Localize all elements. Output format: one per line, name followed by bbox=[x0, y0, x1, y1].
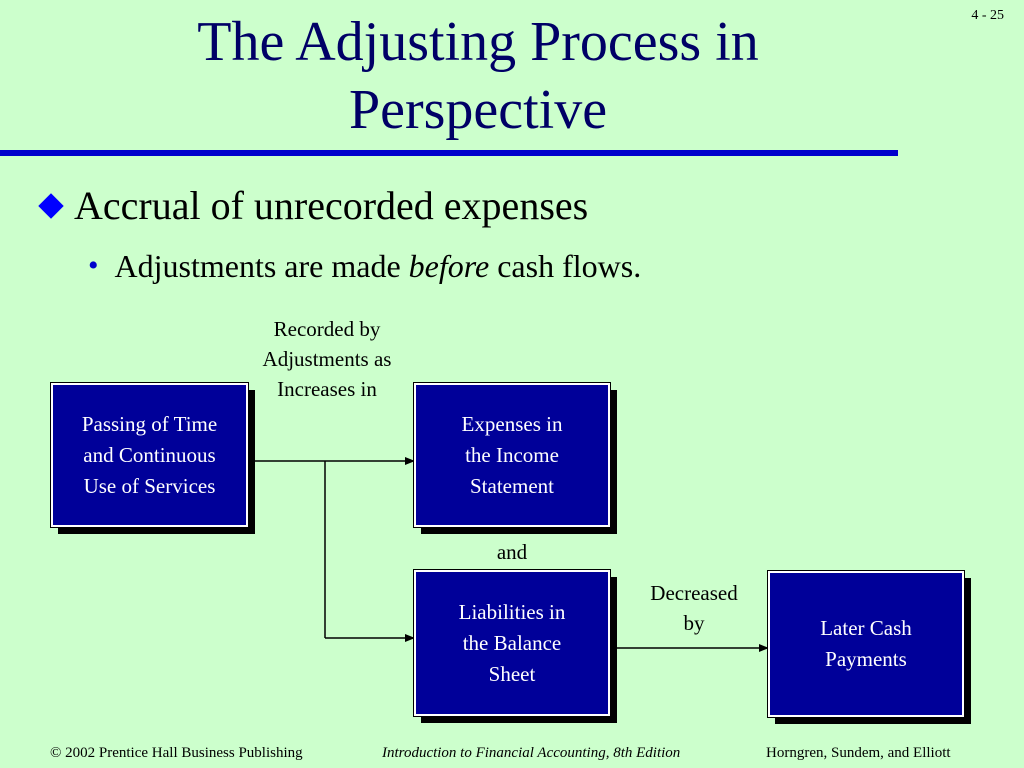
box-passing-line-2: and Continuous bbox=[83, 442, 216, 467]
slide-title: The Adjusting Process in Perspective bbox=[0, 8, 956, 144]
slide-number: 4 - 25 bbox=[971, 8, 1004, 23]
footer-authors: Horngren, Sundem, and Elliott bbox=[766, 745, 951, 761]
box-cash-line-1: Later Cash bbox=[820, 616, 912, 640]
title-divider bbox=[0, 150, 898, 156]
label-decreased-by: Decreased by bbox=[632, 578, 756, 638]
bullet-level-2: • Adjustments are made before cash flows… bbox=[88, 246, 641, 286]
box-expenses-income-statement: Expenses in the Income Statement bbox=[414, 383, 610, 527]
box-liabilities-line-2: the Balance bbox=[462, 630, 562, 655]
footer-copyright: © 2002 Prentice Hall Business Publishing bbox=[50, 745, 303, 761]
box-passing-line-1: Passing of Time bbox=[81, 411, 218, 436]
box-passing-line-3: Use of Services bbox=[83, 473, 216, 498]
bullet-level-1: Accrual of unrecorded expenses bbox=[38, 182, 588, 230]
title-line-2: Perspective bbox=[348, 79, 608, 141]
bullet-2-emphasis: before bbox=[408, 248, 490, 284]
box-liabilities-balance-sheet: Liabilities in the Balance Sheet bbox=[414, 570, 610, 716]
bullet-2-after: cash flows. bbox=[489, 248, 642, 284]
dot-bullet-icon: • bbox=[88, 249, 99, 282]
box-expenses-line-1: Expenses in bbox=[461, 412, 563, 436]
box-expenses-line-3: Statement bbox=[470, 474, 554, 498]
label-decreased-line-1: Decreased bbox=[650, 581, 738, 605]
label-and: and bbox=[496, 540, 528, 564]
box-expenses-line-2: the Income bbox=[465, 443, 559, 467]
title-line-1: The Adjusting Process in bbox=[197, 11, 759, 73]
bullet-2-text: Adjustments are made before cash flows. bbox=[115, 246, 642, 286]
box-passing-of-time: Passing of Time and Continuous Use of Se… bbox=[51, 383, 248, 527]
label-recorded-line-3: Increases in bbox=[277, 377, 377, 401]
label-recorded-line-1: Recorded by bbox=[273, 317, 381, 341]
label-decreased-line-2: by bbox=[683, 611, 705, 635]
box-liabilities-line-3: Sheet bbox=[488, 661, 536, 686]
box-later-cash-payments: Later Cash Payments bbox=[768, 571, 964, 717]
bullet-1-text: Accrual of unrecorded expenses bbox=[74, 183, 589, 228]
footer-book-title-text: Introduction to Financial Accounting, 8t… bbox=[382, 745, 681, 761]
box-liabilities-line-1: Liabilities in bbox=[458, 599, 566, 624]
footer-book-title: Introduction to Financial Accounting, 8t… bbox=[382, 744, 680, 762]
label-recorded-by: Recorded by Adjustments as Increases in bbox=[232, 314, 422, 404]
label-recorded-line-2: Adjustments as bbox=[262, 347, 392, 371]
box-cash-line-2: Payments bbox=[825, 647, 907, 671]
bullet-2-before: Adjustments are made bbox=[114, 248, 409, 284]
